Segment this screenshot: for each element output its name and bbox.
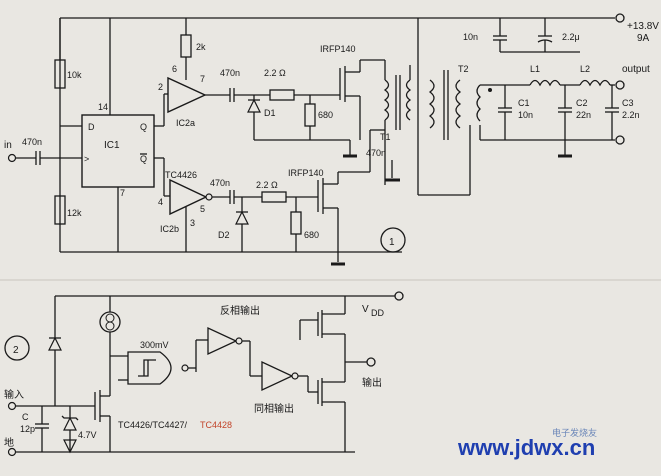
ic1-pin14: 14 [98, 102, 108, 112]
resistor-10k [54, 59, 66, 89]
watermark-wechat: 电子发烧友 [552, 427, 597, 438]
c2-zener-diode [63, 416, 77, 431]
output-terminal [615, 80, 625, 90]
c1-label: C1 [518, 98, 530, 108]
c2-part-b: TC4428 [200, 420, 232, 430]
ic2b-pin5: 5 [200, 204, 205, 214]
resistor-12k [54, 195, 66, 225]
supply-current: 9A [637, 33, 650, 44]
t2-dot [488, 88, 492, 92]
c10n-top-value: 10n [463, 32, 478, 42]
c2-label: C2 [576, 98, 588, 108]
ic1-pin-clk: > [84, 154, 89, 164]
t2-secondary [476, 84, 481, 122]
c2-schmitt-gate [127, 351, 172, 385]
resistor-2k [180, 34, 192, 58]
ic2a-name: IC2a [176, 118, 195, 128]
circuit1-badge [380, 227, 406, 253]
output-label: output [622, 64, 650, 75]
mosfet-top-label: IRFP140 [320, 44, 356, 54]
ic2b-pin4: 4 [158, 197, 163, 207]
c2-buffer [261, 360, 294, 392]
resistor-680-bot [290, 211, 302, 235]
c2-input-terminal [7, 401, 17, 411]
ic2a-pin6: 6 [172, 64, 177, 74]
input-terminal [7, 153, 17, 163]
supply-terminal [615, 13, 625, 23]
ic2b-pin3: 3 [190, 218, 195, 228]
watermark-site: www.jdwx.cn [457, 435, 595, 460]
diode-d1 [247, 98, 261, 113]
c3-label: C3 [622, 98, 634, 108]
c-in-value: 470n [22, 137, 42, 147]
ic1-pin-q: Q [140, 122, 147, 132]
c2-output-terminal [366, 357, 376, 367]
ic2b-part: TC4426 [165, 170, 197, 180]
ic2b-buffer [169, 178, 208, 216]
c1-value: 10n [518, 110, 533, 120]
c2-zener-label: 4.7V [78, 430, 97, 440]
t1-primary [383, 79, 390, 121]
c2-value: 22n [576, 110, 591, 120]
inductor-l2 [579, 79, 611, 87]
r-gate-bot-label: 2.2 Ω [256, 180, 278, 190]
ic1-pin-qbar: Q [140, 154, 147, 164]
l1-label: L1 [530, 64, 540, 74]
c2-part-a: TC4426/TC4427/ [118, 420, 188, 430]
t2-primary [428, 79, 435, 129]
r12k-label: 12k [67, 208, 82, 218]
ic2a-buffer [167, 76, 207, 114]
r2k-label: 2k [196, 42, 206, 52]
circuit2-badge [4, 335, 30, 361]
t2-label: T2 [458, 64, 469, 74]
mosfet-bot-label: IRFP140 [288, 168, 324, 178]
c-top-value: 470n [220, 68, 240, 78]
ic1-pin-d: D [88, 122, 95, 132]
c2-inv-out: 反相输出 [220, 304, 260, 317]
r-gate-top-label: 2.2 Ω [264, 68, 286, 78]
c2-vdd: V [362, 304, 369, 315]
r680-bot-label: 680 [304, 230, 319, 240]
c2-noninv-out: 同相输出 [254, 402, 294, 415]
ic2b-name: IC2b [160, 224, 179, 234]
r10k-label: 10k [67, 70, 82, 80]
ic1-name: IC1 [104, 140, 120, 151]
l2-label: L2 [580, 64, 590, 74]
resistor-gate-bot [261, 191, 287, 203]
c2-300mv: 300mV [140, 340, 169, 350]
r680-top-label: 680 [318, 110, 333, 120]
resistor-gate-top [269, 89, 295, 101]
output-gnd-terminal [615, 135, 625, 145]
resistor-680-top [304, 103, 316, 127]
c2-gnd-terminal [7, 447, 17, 457]
circuit1-badge-num: 1 [389, 237, 395, 248]
c2-output-label: 输出 [362, 376, 382, 389]
c2-vdd-sub: DD [371, 308, 384, 318]
d2-label: D2 [218, 230, 230, 240]
c3-value: 2.2n [622, 110, 640, 120]
c-t1-value: 470n [366, 148, 386, 158]
c2-clamp-diode [48, 336, 62, 351]
ic2a-pin2: 2 [158, 82, 163, 92]
supply-voltage: +13.8V [627, 21, 659, 32]
inductor-l1 [529, 79, 561, 87]
c2-ground-label: 地 [4, 436, 14, 449]
c2u2-value: 2.2μ [562, 32, 580, 42]
c2-inverter [207, 326, 238, 356]
c2-vdd-terminal [394, 291, 404, 301]
circuit2-badge-num: 2 [13, 345, 19, 356]
c2-cap-value: 12p [20, 424, 35, 434]
c2-input-label: 输入 [4, 388, 24, 401]
input-label: in [4, 140, 12, 151]
d1-label: D1 [264, 108, 276, 118]
ic2a-pin7: 7 [200, 74, 205, 84]
c2-cap-label: C [22, 412, 29, 422]
ic1-pin7: 7 [120, 188, 125, 198]
c-bot-value: 470n [210, 178, 230, 188]
diode-d2 [235, 210, 249, 225]
